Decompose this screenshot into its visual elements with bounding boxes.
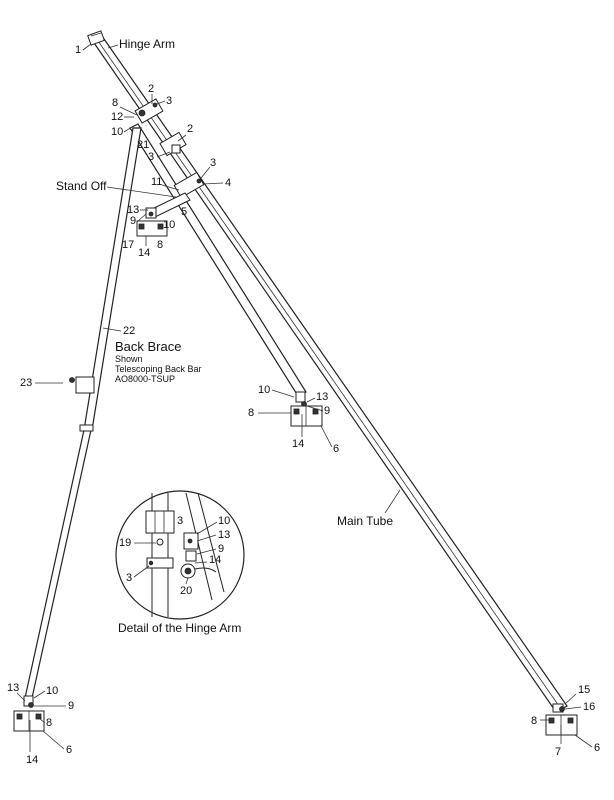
callouts: 1 2 3 8 12 10 21 2 3 3 4 11 5 13 9 10 17… (7, 43, 600, 766)
callout-10c: 10 (258, 384, 270, 396)
callout-2b: 2 (187, 123, 193, 135)
brace-coupler (79, 424, 94, 432)
hinge-detail-circle (115, 490, 245, 620)
label-main-tube: Main Tube (337, 514, 393, 528)
label-telescoping: Telescoping Back Bar (115, 364, 202, 374)
callout-9c: 9 (68, 700, 74, 712)
detail-callout-9: 9 (218, 543, 224, 555)
middle-clamp (159, 131, 187, 157)
callout-3: 3 (166, 95, 172, 107)
callout-8b: 8 (157, 239, 163, 251)
detail-callout-3b: 3 (126, 572, 132, 584)
callout-14b: 14 (292, 438, 304, 450)
callout-13b: 13 (316, 391, 328, 403)
detail-callout-20: 20 (180, 585, 192, 597)
callout-13c: 13 (7, 682, 19, 694)
callout-11: 11 (151, 176, 162, 188)
standoff-arm (145, 192, 191, 219)
callout-15: 15 (578, 684, 590, 696)
callout-14c: 14 (26, 754, 38, 766)
brace-foot (13, 695, 45, 732)
standoff-clamp (173, 171, 205, 199)
callout-16: 16 (583, 701, 595, 713)
callout-1: 1 (75, 44, 81, 56)
callout-8c: 8 (248, 407, 254, 419)
hinge-arm-tube (129, 123, 307, 397)
back-brace-tube (24, 127, 142, 699)
label-detail-hinge-arm: Detail of the Hinge Arm (118, 621, 241, 635)
callout-5: 5 (181, 206, 187, 218)
label-back-brace: Back Brace (115, 339, 181, 354)
callout-10b: 10 (163, 219, 175, 231)
callout-3b: 3 (148, 151, 154, 163)
callout-21: 21 (137, 139, 149, 151)
label-model: AO8000-TSUP (115, 374, 175, 384)
callout-6: 6 (333, 443, 339, 455)
callout-4: 4 (225, 177, 231, 189)
callout-2: 2 (148, 83, 154, 95)
upper-clamp (134, 98, 164, 124)
callout-14: 14 (138, 247, 150, 259)
callout-8e: 8 (531, 715, 537, 727)
brace-clamp (75, 376, 95, 394)
callout-8: 8 (112, 97, 118, 109)
callout-12: 12 (111, 111, 123, 123)
label-shown: Shown (115, 354, 143, 364)
detail-callout-14: 14 (209, 554, 221, 566)
callout-8d: 8 (46, 717, 52, 729)
detail-callout-10: 10 (218, 515, 230, 527)
detail-callout-13: 13 (218, 529, 230, 541)
callout-6b: 6 (66, 744, 72, 756)
main-tube-foot (545, 703, 578, 736)
callout-7: 7 (555, 746, 561, 758)
callout-6c: 6 (594, 742, 600, 754)
hinge-arm-foot (290, 391, 323, 427)
top-cap (87, 30, 105, 46)
callout-17: 17 (122, 239, 134, 251)
detail-callout-19: 19 (119, 537, 131, 549)
label-stand-off: Stand Off (56, 179, 107, 193)
callout-10: 10 (111, 126, 123, 138)
callout-10d: 10 (46, 685, 58, 697)
label-hinge-arm: Hinge Arm (119, 37, 175, 51)
callout-9: 9 (130, 215, 136, 227)
callout-13: 13 (127, 204, 139, 216)
detail-callout-3: 3 (177, 515, 183, 527)
callout-3c: 3 (210, 157, 216, 169)
callout-23: 23 (20, 377, 32, 389)
callout-22: 22 (123, 325, 135, 337)
standoff-foot (136, 220, 168, 237)
callout-9b: 9 (324, 405, 330, 417)
